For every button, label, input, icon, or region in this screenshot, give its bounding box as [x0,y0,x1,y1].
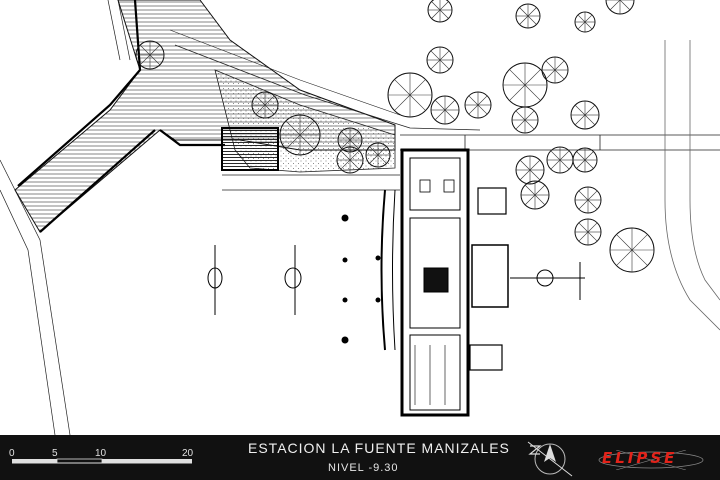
floor-plan-drawing [0,0,720,435]
column-marker [342,297,348,303]
stair-block [221,127,279,171]
column-marker [375,297,381,303]
plaza-sculptures [207,245,585,315]
elipse-logo [598,450,704,470]
scale-tick-5: 5 [52,448,58,459]
scale-bar [12,458,192,464]
site-boundary-lines [0,0,131,435]
scale-tick-10: 10 [95,448,107,459]
elevated-walkway [14,0,396,233]
logo-text: ELIPSE [602,449,678,467]
project-title: ESTACION LA FUENTE MANIZALES [248,440,510,456]
level-label: NIVEL -9.30 [328,462,399,474]
column-marker [342,257,348,263]
title-block [0,435,720,480]
north-arrow-icon [527,441,573,477]
scale-tick-0: 0 [9,448,15,459]
column-marker [341,214,349,222]
columns [341,214,381,344]
station-building [380,148,509,417]
trees [135,0,655,273]
column-marker [341,336,349,344]
road-curves [664,40,720,331]
column-marker [375,255,381,261]
scale-tick-20: 20 [182,448,194,459]
